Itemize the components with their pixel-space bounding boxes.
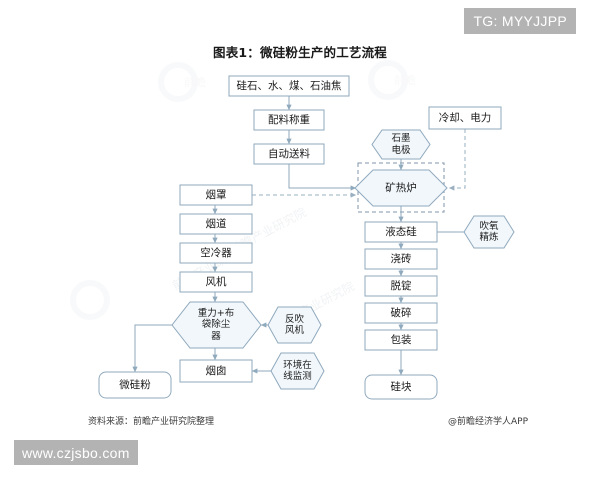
node-graphite-electrode[interactable]: [371, 129, 431, 160]
node-fan[interactable]: [179, 271, 253, 293]
node-submerged-arc-furnace[interactable]: [354, 169, 448, 207]
node-micro-silica-powder[interactable]: [98, 371, 172, 399]
node-fume-hood[interactable]: [179, 184, 253, 206]
node-ingot-removal[interactable]: [364, 275, 438, 297]
node-env-monitor[interactable]: [270, 352, 325, 390]
app-note: @前瞻经济学人APP: [447, 417, 528, 427]
telegram-overlay-band: TG: MYYJJPP: [464, 8, 576, 34]
edge-dust-to-powder: [132, 324, 172, 373]
node-back-blow-fan[interactable]: [267, 306, 322, 344]
node-brick-casting[interactable]: [364, 248, 438, 270]
edge-cooling-to-furnace-dashed: [448, 129, 466, 191]
node-flue[interactable]: [179, 213, 253, 235]
node-oxygen-refining[interactable]: [463, 215, 515, 249]
url-overlay-band: www.czjsbo.com: [14, 440, 138, 465]
node-liquid-silicon[interactable]: [364, 221, 438, 243]
node-cooling-power[interactable]: [428, 106, 502, 130]
node-batching[interactable]: [253, 109, 325, 131]
source-note: 资料来源：前瞻产业研究院整理: [88, 417, 215, 427]
node-auto-feed[interactable]: [253, 143, 325, 165]
node-air-cooler[interactable]: [179, 242, 253, 264]
node-crushing[interactable]: [364, 302, 438, 324]
node-chimney[interactable]: [179, 359, 253, 383]
node-silicon-block[interactable]: [364, 374, 438, 400]
node-packaging[interactable]: [364, 329, 438, 351]
page-title: 图表1：微硅粉生产的工艺流程: [213, 45, 387, 60]
node-dust-collector[interactable]: [171, 301, 262, 349]
edge-autofeed-to-furnace: [288, 164, 357, 191]
node-raw-materials[interactable]: [228, 75, 350, 97]
